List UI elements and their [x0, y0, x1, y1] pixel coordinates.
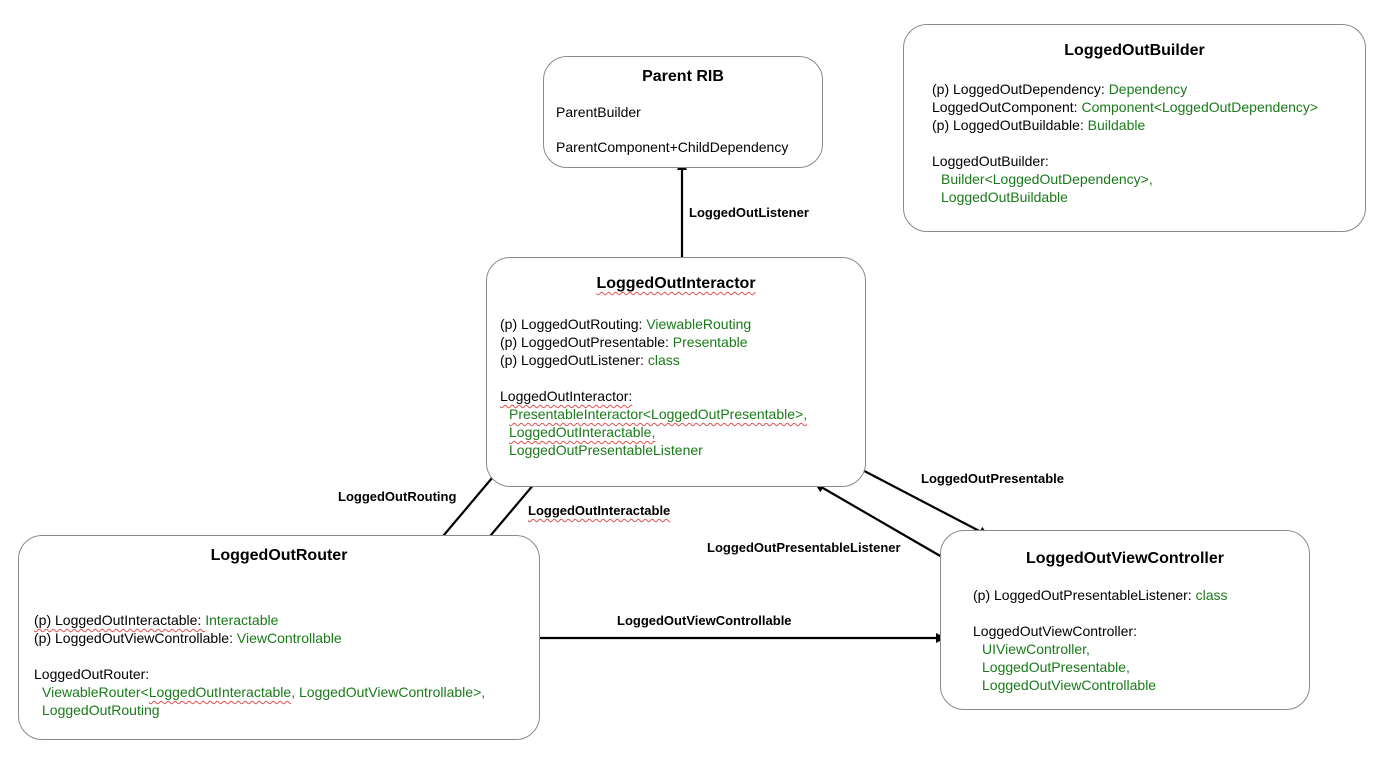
interactor-class-line: LoggedOutInteractor: [500, 387, 632, 405]
interactor-box: LoggedOutInteractor (p) LoggedOutRouting… [486, 257, 866, 487]
viewcontroller-title: LoggedOutViewController [1026, 550, 1224, 567]
arrow-viewcontroller-to-interactor [814, 482, 943, 558]
parent-rib-title: Parent RIB [642, 68, 724, 85]
edge-label-presentable-listener: LoggedOutPresentableListener [707, 540, 901, 555]
interactor-presentable-line: (p) LoggedOutPresentable: Presentable [500, 333, 748, 351]
viewcontroller-listener-type: class [1195, 587, 1228, 603]
builder-buildable-type: Buildable [1087, 117, 1146, 133]
interactor-class-name: LoggedOutInteractor: [500, 388, 633, 404]
interactor-listener-name: (p) LoggedOutListener: [500, 352, 648, 368]
interactor-presentable-type: Presentable [672, 334, 748, 350]
viewcontroller-conformance-2: LoggedOutPresentable, [982, 659, 1130, 675]
interactor-conformance-2: LoggedOutInteractable, [509, 423, 655, 441]
builder-conformance-2: LoggedOutBuildable [941, 189, 1068, 205]
interactor-listener-type: class [647, 352, 680, 368]
interactor-conformance-2-text: LoggedOutInteractable, [509, 424, 656, 440]
builder-dependency-line: (p) LoggedOutDependency: Dependency [932, 80, 1187, 98]
router-conformance-2: LoggedOutRouting [42, 702, 160, 718]
builder-class-line: LoggedOutBuilder: [932, 153, 1049, 169]
router-conformance-1-b: LoggedOutInteractable [148, 684, 292, 700]
router-viewcontrollable-name: (p) LoggedOutViewControllable: [34, 630, 237, 646]
parent-component-text: ParentComponent+ChildDependency [556, 139, 789, 155]
builder-dependency-type: Dependency [1108, 81, 1188, 97]
router-conformance-1: ViewableRouter<LoggedOutInteractable, Lo… [42, 683, 485, 701]
router-conformance-1-a: ViewableRouter< [42, 684, 149, 700]
edge-label-presentable: LoggedOutPresentable [921, 471, 1065, 486]
viewcontroller-conformance-1: UIViewController, [982, 641, 1090, 657]
builder-box: LoggedOutBuilder (p) LoggedOutDependency… [903, 24, 1366, 232]
router-interactable-line: (p) LoggedOutInteractable: Interactable [34, 611, 278, 629]
builder-conformance-1: Builder<LoggedOutDependency>, [941, 171, 1153, 187]
interactor-conformance-1-text: PresentableInteractor<LoggedOutPresentab… [509, 406, 808, 422]
parent-rib-box: Parent RIB ParentBuilder ParentComponent… [543, 56, 823, 168]
builder-buildable-name: (p) LoggedOutBuildable: [932, 117, 1088, 133]
router-interactable-name: (p) LoggedOutInteractable: [34, 612, 206, 628]
router-viewcontrollable-type: ViewControllable [236, 630, 342, 646]
router-class-line: LoggedOutRouter: [34, 666, 150, 682]
router-conformance-1-c: , LoggedOutViewControllable>, [291, 684, 486, 700]
interactor-routing-name: (p) LoggedOutRouting: [500, 316, 647, 332]
viewcontroller-listener-line: (p) LoggedOutPresentableListener: class [973, 586, 1228, 604]
router-title: LoggedOutRouter [210, 547, 348, 564]
edge-label-interactable: LoggedOutInteractable [528, 503, 671, 518]
interactor-conformance-1: PresentableInteractor<LoggedOutPresentab… [509, 405, 807, 423]
viewcontroller-conformance-3: LoggedOutViewControllable [982, 677, 1157, 693]
edge-label-interactable-wrap: LoggedOutInteractable [528, 503, 670, 518]
edge-label-listener: LoggedOutListener [689, 205, 809, 220]
builder-title: LoggedOutBuilder [1064, 42, 1205, 59]
edge-label-view-controllable: LoggedOutViewControllable [617, 613, 792, 628]
interactor-title: LoggedOutInteractor [596, 275, 756, 292]
builder-dependency-name: (p) LoggedOutDependency: [932, 81, 1109, 97]
router-box: LoggedOutRouter (p) LoggedOutInteractabl… [18, 535, 540, 740]
interactor-listener-line: (p) LoggedOutListener: class [500, 351, 680, 369]
builder-component-line: LoggedOutComponent: Component<LoggedOutD… [932, 98, 1318, 116]
router-interactable-type: Interactable [205, 612, 279, 628]
parent-builder-text: ParentBuilder [556, 104, 641, 120]
builder-component-type: Component<LoggedOutDependency> [1081, 99, 1319, 115]
viewcontroller-box: LoggedOutViewController (p) LoggedOutPre… [940, 530, 1310, 710]
arrow-interactor-to-viewcontroller [846, 461, 989, 536]
edge-label-routing: LoggedOutRouting [338, 489, 457, 504]
interactor-routing-line: (p) LoggedOutRouting: ViewableRouting [500, 315, 751, 333]
builder-component-name: LoggedOutComponent: [932, 99, 1082, 115]
interactor-routing-type: ViewableRouting [646, 316, 752, 332]
builder-buildable-line: (p) LoggedOutBuildable: Buildable [932, 116, 1145, 134]
viewcontroller-listener-name: (p) LoggedOutPresentableListener: [973, 587, 1196, 603]
router-viewcontrollable-line: (p) LoggedOutViewControllable: ViewContr… [34, 629, 342, 647]
interactor-conformance-3: LoggedOutPresentableListener [509, 442, 703, 458]
interactor-title-wrap: LoggedOutInteractor [487, 275, 865, 293]
interactor-presentable-name: (p) LoggedOutPresentable: [500, 334, 673, 350]
viewcontroller-class-line: LoggedOutViewController: [973, 623, 1137, 639]
